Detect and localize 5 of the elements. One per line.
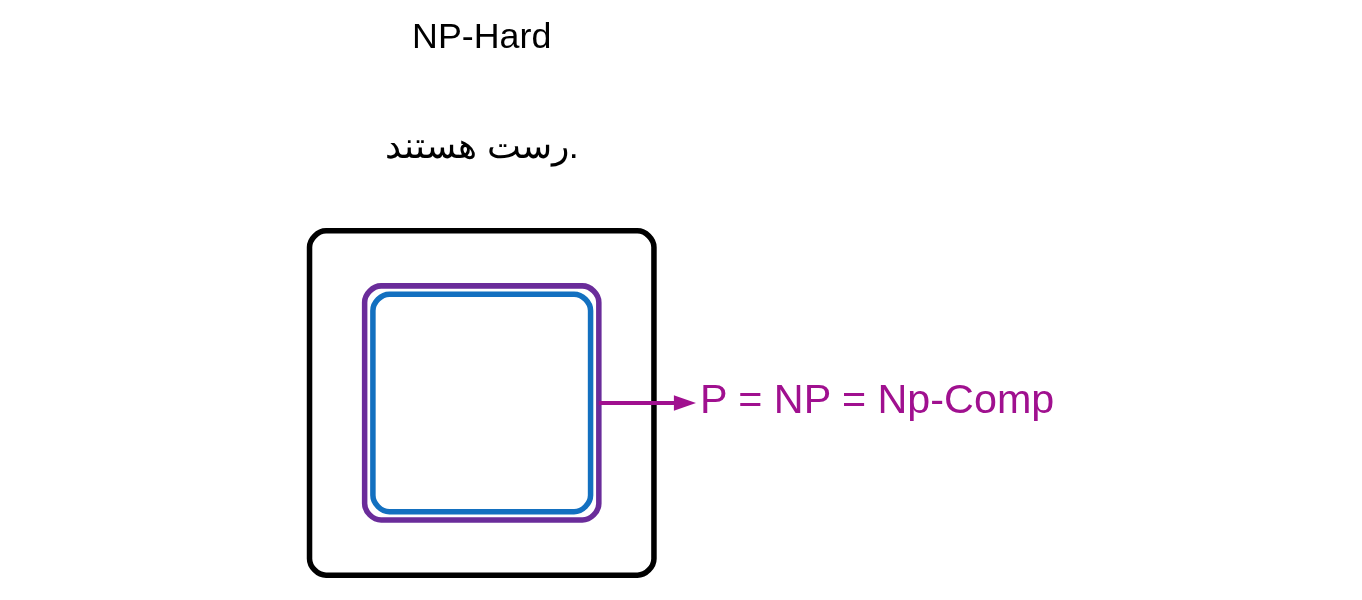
cluster — [306, 228, 657, 578]
label: NP-Hard — [411, 15, 551, 56]
label: رست هستند. — [384, 126, 579, 167]
node-text: P = NP = Np-Comp — [699, 376, 1054, 423]
arrow — [598, 395, 696, 411]
